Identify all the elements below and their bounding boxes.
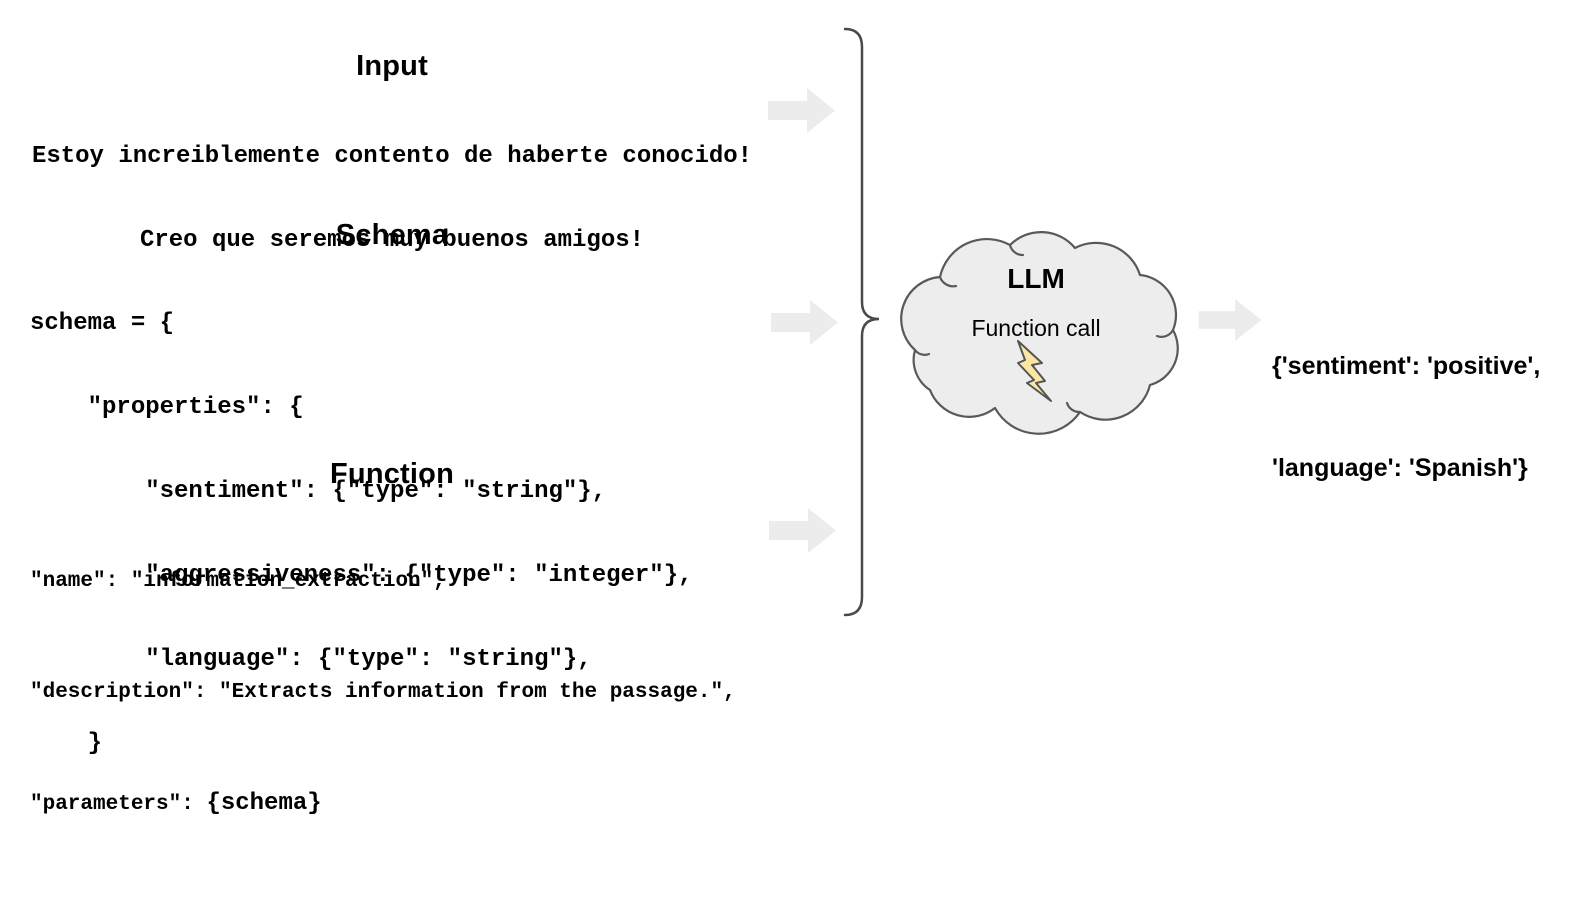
input-section: Input Estoy increiblemente contento de h… bbox=[22, 51, 762, 311]
cloud-icon bbox=[900, 231, 1179, 435]
schema-code-line: "sentiment": {"type": "string"}, bbox=[30, 478, 607, 505]
function-code-line: "name": "information_extraction", bbox=[30, 570, 446, 593]
arrow-right-icon bbox=[769, 508, 836, 553]
schema-code-line: "properties": { bbox=[30, 394, 304, 421]
function-parameters-prefix: "parameters": bbox=[30, 793, 207, 816]
function-section-title: Function bbox=[329, 458, 454, 490]
arrow-shape bbox=[769, 508, 836, 553]
lightning-bolt-icon bbox=[1017, 340, 1052, 402]
schema-section-title: Schema bbox=[335, 219, 449, 251]
input-text-line: Estoy increiblemente contento de haberte… bbox=[31, 143, 753, 170]
function-parameters-var: {schema} bbox=[206, 790, 322, 817]
function-code-line: "parameters": {schema} bbox=[30, 785, 736, 823]
output-result-line: 'language': 'Spanish'} bbox=[1272, 454, 1528, 482]
schema-code-line: schema = { bbox=[30, 310, 175, 337]
arrow-shape bbox=[771, 300, 838, 345]
curly-brace-path bbox=[843, 27, 880, 617]
curly-brace bbox=[843, 27, 880, 617]
input-section-title: Input bbox=[356, 50, 428, 82]
function-code-line: "description": "Extracts information fro… bbox=[30, 681, 736, 704]
arrow-right-icon bbox=[771, 300, 838, 345]
cloud-inner-curls bbox=[913, 243, 1175, 414]
diagram-canvas: Input Estoy increiblemente contento de h… bbox=[22, 27, 1540, 817]
llm-title: LLM bbox=[1007, 263, 1065, 294]
arrow-right-icon bbox=[768, 88, 835, 133]
arrow-shape bbox=[1198, 299, 1262, 341]
schema-code-line: "aggressiveness": {"type": "integer"}, bbox=[30, 562, 693, 589]
input-text: Estoy increiblemente contento de haberte… bbox=[22, 87, 762, 311]
arrow-right-icon bbox=[1198, 299, 1262, 341]
llm-subtitle: Function call bbox=[971, 315, 1101, 341]
llm-node: LLM Function call bbox=[880, 200, 1192, 442]
arrow-shape bbox=[768, 88, 835, 133]
input-text-line: Creo que seremos muy buenos amigos! bbox=[139, 227, 645, 254]
output-result-line: {'sentiment': 'positive', bbox=[1272, 352, 1541, 380]
function-code-block: "name": "information_extraction", "descr… bbox=[30, 489, 736, 897]
output-result: {'sentiment': 'positive', 'language': 'S… bbox=[1272, 281, 1540, 553]
cloud-outline bbox=[900, 231, 1179, 435]
